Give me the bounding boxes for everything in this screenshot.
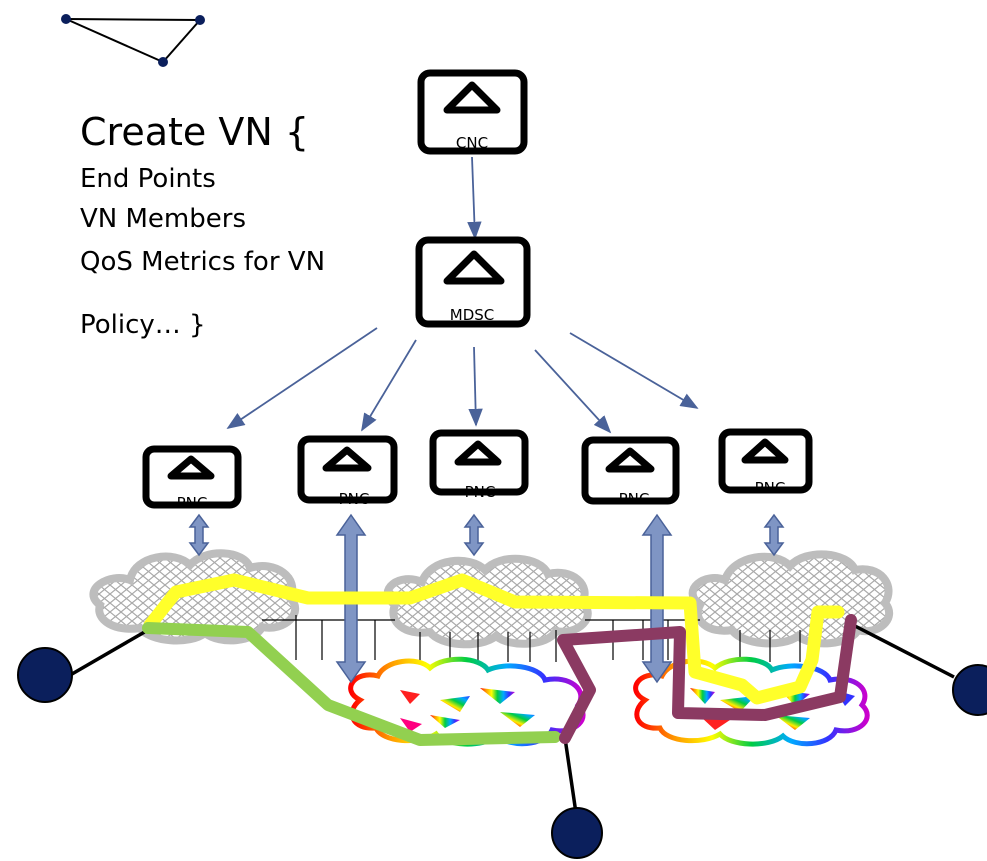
- pnc-label-3: PNC: [465, 483, 496, 501]
- control-arrows: [226, 156, 699, 434]
- double-arrow-3: [463, 513, 485, 557]
- green-vn-path: [142, 622, 561, 746]
- domain-interconnects: [262, 615, 801, 665]
- cnc-label: CNC: [456, 134, 488, 152]
- purple-vn-path: [557, 614, 857, 744]
- arrow-mdsc-pnc3: [468, 346, 483, 427]
- arrow-mdsc-pnc5: [569, 332, 699, 409]
- cnc-controller: CNC: [417, 69, 528, 155]
- arrow-cnc-mdsc: [467, 156, 482, 240]
- arrow-mdsc-pnc2: [361, 339, 417, 432]
- mdsc-controller: MDSC: [415, 236, 531, 328]
- endpoint-right: [952, 664, 987, 716]
- pnc-label-1: PNC: [177, 494, 208, 512]
- pnc-controller-2: PNC: [297, 435, 398, 508]
- pnc-controller-3: PNC: [429, 429, 529, 501]
- endpoints: [17, 647, 987, 859]
- cloud-domain-3: [688, 550, 894, 648]
- yellow-vn-path: [143, 573, 845, 705]
- pnc-label-2: PNC: [339, 490, 370, 508]
- arrow-mdsc-pnc1: [226, 327, 378, 430]
- pnc-label-5: PNC: [755, 479, 786, 497]
- optical-clouds: [348, 656, 870, 747]
- request-line-policy: Policy… }: [80, 310, 206, 340]
- request-line-members: VN Members: [80, 204, 246, 234]
- pnc-controller-4: PNC: [581, 436, 680, 508]
- mdsc-label: MDSC: [450, 306, 495, 324]
- double-arrow-1: [188, 513, 210, 557]
- request-line-endpoints: End Points: [80, 164, 216, 194]
- double-arrow-5: [763, 513, 785, 557]
- request-title: Create VN {: [80, 110, 309, 154]
- pnc-label-4: PNC: [619, 490, 650, 508]
- pnc-controller-1: PNC: [142, 445, 242, 512]
- domain-clouds: [89, 549, 894, 649]
- topology-triangle-icon: [61, 14, 205, 67]
- request-line-qos: QoS Metrics for VN: [80, 247, 325, 277]
- endpoint-bottom: [551, 807, 603, 859]
- endpoint-left: [17, 647, 73, 703]
- arrow-mdsc-pnc4: [534, 349, 612, 434]
- vn-paths: [142, 573, 857, 746]
- pnc-controller-5: PNC: [718, 428, 813, 497]
- endpoint-stubs: [71, 624, 955, 821]
